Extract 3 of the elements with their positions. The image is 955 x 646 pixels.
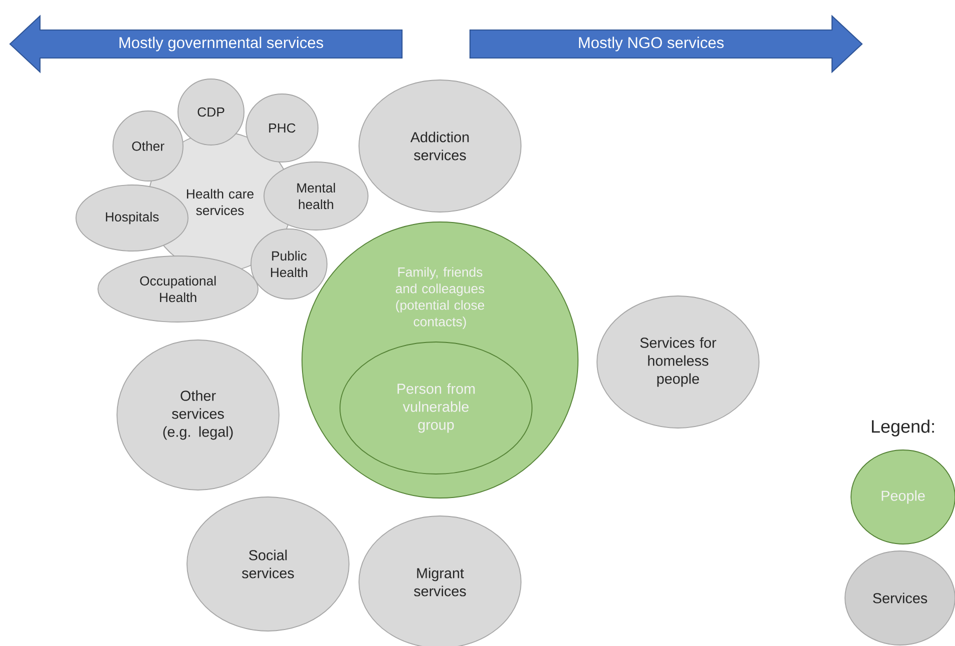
legend-item: Services [844,550,955,646]
legend-heading: Legend: [872,420,934,436]
legend-item: People [850,450,955,544]
